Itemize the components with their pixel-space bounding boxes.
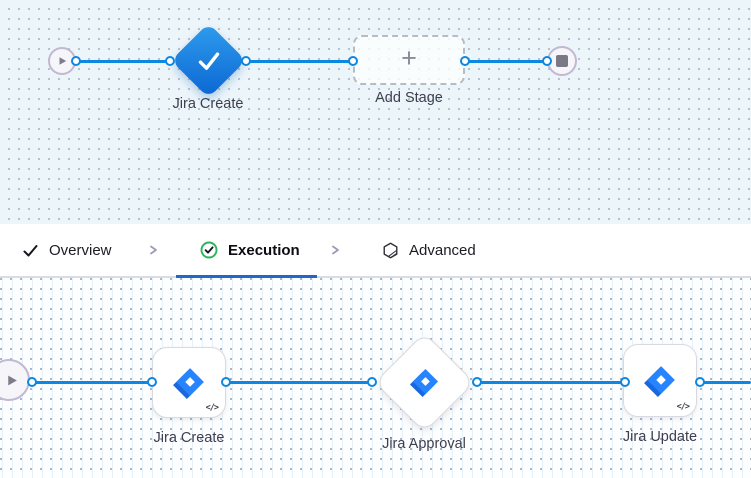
step-node-jira-approval[interactable]	[374, 332, 475, 433]
port	[147, 377, 157, 387]
check-icon	[198, 51, 220, 70]
edge-addstage-to-end	[465, 59, 547, 63]
chevron-right-icon	[146, 224, 160, 276]
stop-icon	[556, 55, 568, 67]
step-node-jira-update[interactable]: </>	[623, 344, 697, 417]
port	[620, 377, 630, 387]
stage-label: Jira Create	[172, 96, 244, 112]
check-icon	[23, 244, 38, 256]
edge-start-to-jira-create	[32, 380, 152, 384]
tab-overview[interactable]: Overview	[22, 224, 112, 276]
tab-execution-label: Execution	[228, 241, 300, 259]
code-icon: </>	[205, 403, 219, 413]
port	[221, 377, 231, 387]
stage-canvas[interactable]: Jira Create + Add Stage	[0, 0, 751, 224]
port	[165, 56, 175, 66]
execution-canvas[interactable]: </> Jira Create Jira Approval </> Jira U…	[0, 278, 751, 478]
tab-advanced-label: Advanced	[409, 241, 476, 259]
step-label: Jira Create	[153, 430, 225, 446]
port	[367, 377, 377, 387]
port	[27, 377, 37, 387]
stage-node-jira-create[interactable]	[171, 23, 246, 98]
plus-icon: +	[401, 43, 417, 73]
port	[348, 56, 358, 66]
port	[71, 56, 81, 66]
play-icon	[7, 375, 17, 385]
step-label: Jira Update	[622, 429, 698, 445]
edge-stage-to-addstage	[246, 59, 353, 63]
tab-overview-label: Overview	[49, 241, 112, 259]
code-icon: </>	[676, 402, 690, 412]
add-stage-button[interactable]: +	[353, 35, 465, 85]
active-tab-underline	[176, 275, 317, 278]
play-icon	[59, 57, 67, 65]
edge-jira-create-to-approval	[226, 380, 372, 384]
jira-logo-icon	[644, 365, 675, 397]
execution-start-node[interactable]	[0, 359, 30, 401]
check-circle-icon	[200, 241, 218, 259]
port	[472, 377, 482, 387]
pipeline-end-node[interactable]	[547, 46, 577, 76]
hexagon-icon	[383, 242, 398, 258]
jira-logo-icon	[173, 367, 204, 399]
edge-start-to-stage	[76, 59, 170, 63]
port	[695, 377, 705, 387]
tab-execution[interactable]: Execution	[200, 224, 300, 276]
port	[542, 56, 552, 66]
stage-config-tabbar: Overview Execution Advanced	[0, 224, 751, 278]
chevron-right-icon	[328, 224, 342, 276]
jira-logo-icon	[409, 368, 439, 398]
port	[460, 56, 470, 66]
port	[241, 56, 251, 66]
step-label: Jira Approval	[382, 436, 466, 452]
edge-approval-to-jira-update	[477, 380, 625, 384]
add-stage-label: Add Stage	[375, 90, 443, 106]
step-node-jira-create[interactable]: </>	[152, 347, 226, 418]
edge-jira-update-out	[700, 380, 751, 384]
tab-advanced[interactable]: Advanced	[382, 224, 476, 276]
